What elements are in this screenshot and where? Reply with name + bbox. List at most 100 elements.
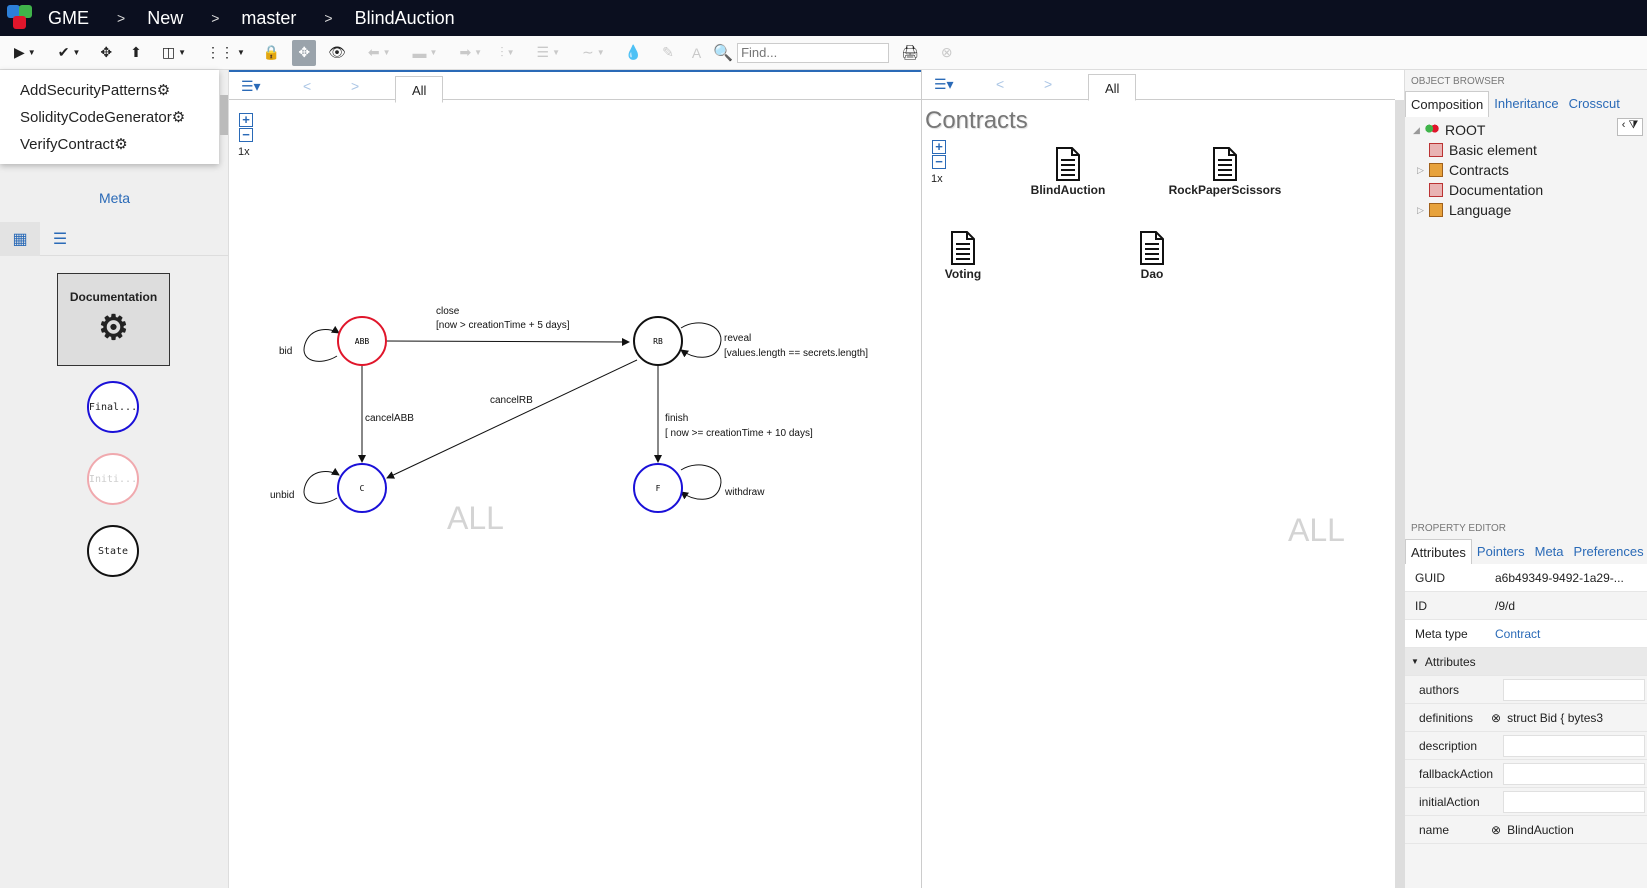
zoom-out-button[interactable]: − bbox=[239, 128, 253, 142]
check-button[interactable]: ✔▼ bbox=[57, 44, 81, 60]
palette-item-state[interactable]: State bbox=[87, 525, 139, 577]
forward-icon[interactable]: > bbox=[1044, 76, 1053, 92]
state-node-f[interactable] bbox=[633, 463, 683, 513]
grid-view-icon[interactable]: ▦ bbox=[0, 222, 40, 256]
lock-icon[interactable]: 🔒 bbox=[262, 44, 281, 60]
palette-item-documentation[interactable]: Documentation ⚙ bbox=[57, 273, 170, 366]
tab-all[interactable]: All bbox=[395, 76, 444, 103]
zoom-in-button[interactable]: + bbox=[239, 113, 253, 127]
attribute-input-fallbackaction[interactable] bbox=[1503, 762, 1645, 785]
attribute-input-initialaction[interactable] bbox=[1503, 790, 1645, 813]
state-node-c[interactable] bbox=[337, 463, 387, 513]
upload-icon[interactable]: ⬆ bbox=[130, 44, 142, 60]
tab-pointers[interactable]: Pointers bbox=[1476, 544, 1525, 559]
expanded-icon[interactable]: ◢ bbox=[1413, 124, 1420, 135]
state-node-abb[interactable] bbox=[337, 316, 387, 366]
palette-item-final[interactable]: Final... bbox=[87, 381, 139, 433]
transition-reveal-arrow[interactable] bbox=[680, 322, 722, 358]
attribute-input-authors[interactable] bbox=[1503, 678, 1645, 701]
clear-icon[interactable]: ⊗ bbox=[940, 44, 953, 60]
attribute-input-description[interactable] bbox=[1503, 734, 1645, 757]
tab-preferences[interactable]: Preferences bbox=[1573, 544, 1644, 559]
tab-all[interactable]: All bbox=[1088, 74, 1137, 101]
arrow-left-button[interactable]: ⬅▼ bbox=[367, 44, 391, 60]
contract-object[interactable]: RockPaperScissors bbox=[1155, 147, 1295, 197]
scrollbar[interactable] bbox=[220, 95, 228, 135]
layout-button[interactable]: ◫▼ bbox=[161, 44, 186, 60]
find-input[interactable] bbox=[737, 42, 890, 63]
tab-attributes[interactable]: Attributes bbox=[1405, 539, 1472, 565]
tree-node-contracts[interactable]: ▷Contracts bbox=[1417, 162, 1509, 178]
collapsed-icon[interactable]: ▷ bbox=[1417, 164, 1424, 175]
state-node-rb[interactable] bbox=[633, 316, 683, 366]
search-icon: 🔍 bbox=[713, 44, 734, 62]
list-menu-icon[interactable]: ☰▾ bbox=[934, 76, 954, 92]
contract-object[interactable]: Dao bbox=[1082, 231, 1222, 281]
collapsed-icon[interactable]: ▷ bbox=[1417, 204, 1424, 215]
contract-object[interactable]: Voting bbox=[893, 231, 1033, 281]
back-icon[interactable]: < bbox=[303, 78, 312, 94]
clear-icon[interactable]: ⊗ bbox=[1491, 710, 1502, 725]
zoom-out-button[interactable]: − bbox=[932, 155, 946, 169]
border-color-icon[interactable]: ✎ bbox=[662, 44, 674, 60]
contract-label: Dao bbox=[1140, 267, 1164, 281]
eye-icon[interactable]: 👁 bbox=[328, 44, 346, 60]
line-style-button[interactable]: ▬▼ bbox=[412, 44, 438, 61]
collapse-icon[interactable]: ▼ bbox=[1411, 657, 1419, 666]
tab-composition[interactable]: Composition bbox=[1405, 91, 1490, 117]
line-width-button[interactable]: ☰▼ bbox=[536, 44, 560, 60]
tree-node-root[interactable]: ◢ROOT bbox=[1413, 122, 1486, 138]
forward-icon[interactable]: > bbox=[351, 78, 360, 94]
transition-withdraw-arrow[interactable] bbox=[680, 464, 722, 500]
tab-inheritance[interactable]: Inheritance bbox=[1494, 96, 1559, 111]
transition-close-arrow[interactable] bbox=[385, 337, 630, 346]
meta-link[interactable]: Meta bbox=[98, 190, 131, 206]
state-label: ABB bbox=[355, 337, 370, 346]
gear-icon: ⚙ bbox=[156, 82, 171, 99]
plugin-item-add-security-patterns[interactable]: AddSecurityPatterns⚙ bbox=[20, 82, 171, 99]
attribute-input-definitions[interactable]: ⊗struct Bid { bytes3 bbox=[1491, 710, 1604, 725]
tree-node-documentation[interactable]: Documentation bbox=[1413, 180, 1543, 200]
object-tree: ◢ROOT Basic element ▷Contracts Documenta… bbox=[1413, 120, 1543, 220]
text-color-icon[interactable]: A bbox=[691, 44, 702, 61]
run-plugin-button[interactable]: ▶▼ bbox=[14, 44, 36, 60]
gme-logo-icon[interactable] bbox=[0, 0, 40, 36]
print-icon[interactable]: 🖨 bbox=[901, 44, 919, 60]
plugin-item-solidity-code-generator[interactable]: SolidityCodeGenerator⚙ bbox=[20, 109, 186, 126]
arrow-right-button[interactable]: ➡▼ bbox=[459, 44, 483, 60]
palette-item-initial[interactable]: Initi... bbox=[87, 453, 139, 505]
document-icon bbox=[1140, 231, 1164, 265]
attributes-section-header[interactable]: ▼Attributes bbox=[1405, 648, 1647, 676]
transition-bid-arrow[interactable] bbox=[303, 325, 340, 362]
tree-node-language[interactable]: ▷Language bbox=[1417, 202, 1512, 218]
breadcrumb-branch[interactable]: master bbox=[241, 7, 297, 28]
clear-icon[interactable]: ⊗ bbox=[1491, 822, 1502, 837]
state-label: C bbox=[360, 484, 365, 493]
move-tool-button[interactable]: ✥ bbox=[292, 39, 317, 66]
list-view-icon[interactable]: ☰ bbox=[52, 231, 68, 248]
fco-icon bbox=[1429, 143, 1443, 157]
crosshair-icon[interactable]: ✥ bbox=[100, 44, 113, 60]
back-icon[interactable]: < bbox=[996, 76, 1005, 92]
sliders-icon[interactable]: ⫶▼ bbox=[500, 44, 515, 60]
breadcrumb-object[interactable]: BlindAuction bbox=[354, 7, 455, 28]
tab-meta[interactable]: Meta bbox=[1534, 544, 1564, 559]
line-shape-button[interactable]: ∼▼ bbox=[582, 44, 605, 60]
tree-node-basic-element[interactable]: Basic element bbox=[1413, 140, 1543, 160]
breadcrumb-project[interactable]: New bbox=[147, 7, 184, 28]
find-box: 🔍 bbox=[713, 42, 890, 63]
transition-unbid-arrow[interactable] bbox=[303, 467, 340, 504]
brand-label[interactable]: GME bbox=[48, 7, 90, 28]
fill-color-icon[interactable]: 💧 bbox=[624, 44, 643, 60]
transition-cancelRB-arrow[interactable] bbox=[386, 359, 638, 479]
tab-crosscut[interactable]: Crosscut bbox=[1568, 96, 1620, 111]
scrollbar[interactable] bbox=[1395, 100, 1404, 888]
plugin-item-verify-contract[interactable]: VerifyContract⚙ bbox=[20, 136, 128, 153]
toolbar: ▶▼ ✔▼ ✥ ⬆ ◫▼ ⋮⋮▼ 🔒 ✥ 👁 ⬅▼ ▬▼ ➡▼ ⫶▼ ☰▼ ∼▼… bbox=[0, 36, 1647, 70]
grid-button[interactable]: ⋮⋮▼ bbox=[205, 44, 245, 60]
attribute-input-name[interactable]: ⊗BlindAuction bbox=[1491, 822, 1574, 837]
filter-icon[interactable]: ‹ ⧩ bbox=[1617, 118, 1643, 136]
contract-object[interactable]: BlindAuction bbox=[998, 147, 1138, 197]
zoom-in-button[interactable]: + bbox=[932, 140, 946, 154]
list-menu-icon[interactable]: ☰▾ bbox=[241, 78, 261, 94]
